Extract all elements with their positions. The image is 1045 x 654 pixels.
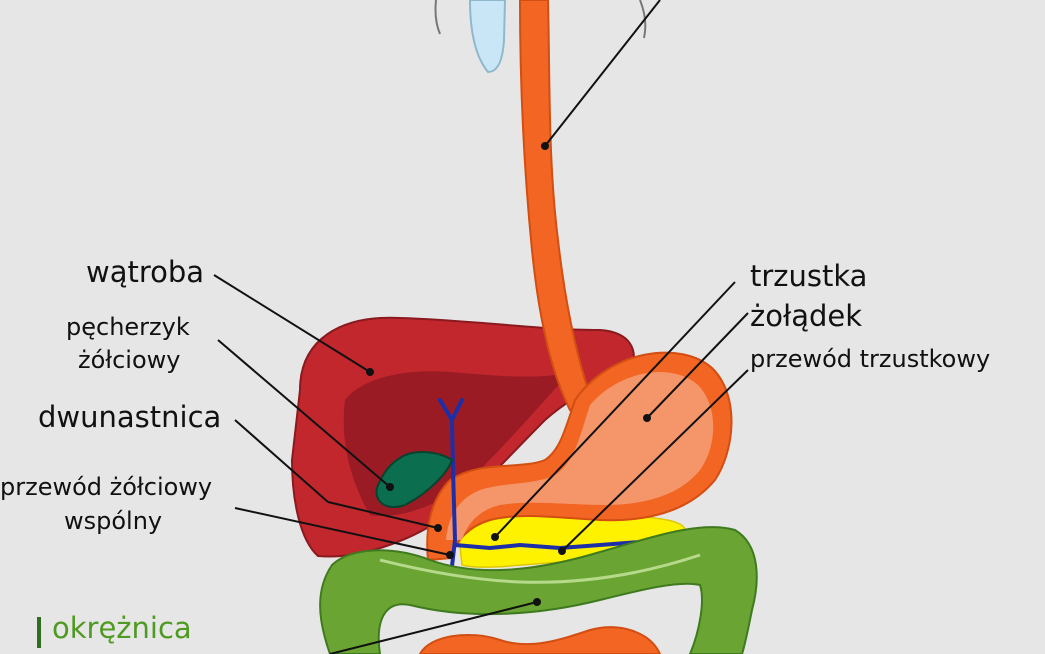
colon [319,526,758,654]
label-pecherzyk-line2: żółciowy [78,346,181,374]
label-watroba: wątroba [86,255,205,289]
label-przewod-zolciowy-line1: przewód żółciowy [0,473,213,501]
label-trzustka: trzustka [750,259,868,293]
small-intestine [418,626,662,654]
label-dots [366,142,651,606]
label-zoladek: żołądek [750,299,863,333]
label-okreznica: okrężnica [52,611,192,645]
section-bar [37,617,41,648]
gallbladder [375,451,454,508]
leader-lines [213,0,749,654]
label-przewod-zolciowy-line2: wspólny [64,507,163,535]
label-przewod-trzustkowy: przewód trzustkowy [750,345,991,373]
label-dwunastnica: dwunastnica [38,400,222,434]
stomach [426,351,733,562]
bile-ducts [438,398,642,568]
label-pecherzyk-line1: pęcherzyk [66,313,190,341]
